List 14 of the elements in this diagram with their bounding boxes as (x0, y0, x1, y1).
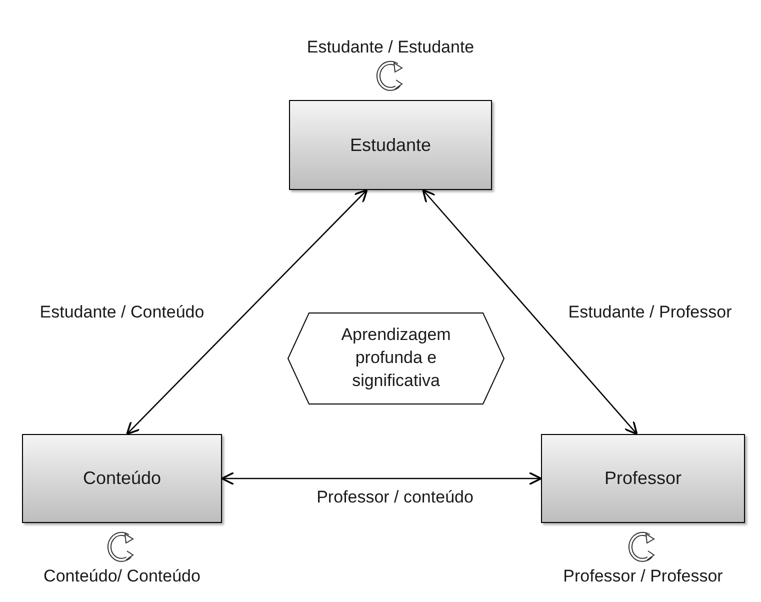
process-box (289, 100, 492, 190)
self-relation-label: Conteúdo/ Conteúdo (44, 565, 200, 588)
process-box (541, 434, 745, 523)
double-arrow (126, 189, 368, 435)
node-label: Aprendizagem profunda e significativa (340, 324, 452, 392)
double-arrow (221, 472, 542, 486)
node-label: Professor (604, 467, 682, 490)
process-box (22, 434, 222, 523)
self-relation-label: Estudante / Estudante (306, 36, 474, 58)
double-arrow (422, 189, 638, 435)
node-label: Estudante (350, 134, 432, 156)
node-label: Conteúdo (82, 467, 162, 490)
self-relation-label: Professor / Professor (563, 565, 723, 588)
hexagon-node (287, 312, 505, 405)
